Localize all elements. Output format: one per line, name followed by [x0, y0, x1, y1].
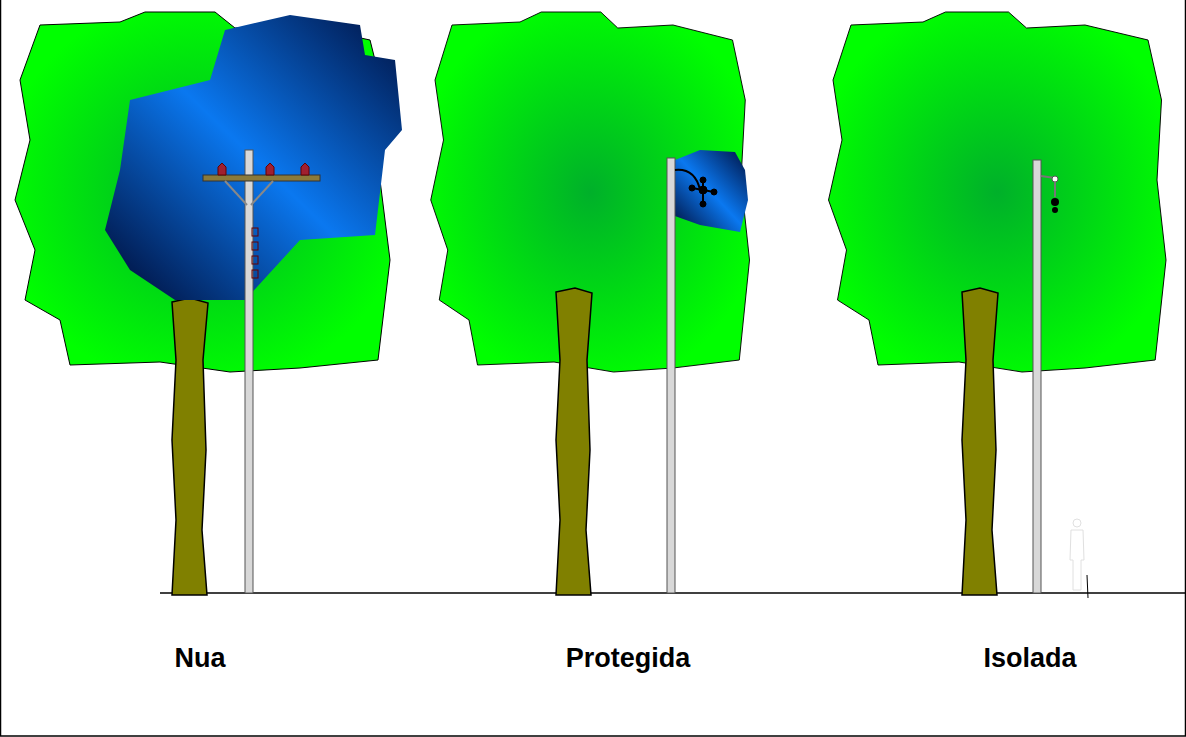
tree-protected-line	[431, 12, 750, 595]
person-figure	[1070, 519, 1084, 590]
tick-mark	[1087, 575, 1088, 598]
tree-bare-line	[15, 12, 402, 595]
tree-insulated-line	[829, 12, 1167, 595]
line-type-label: Nua	[174, 643, 225, 674]
line-type-label: Isolada	[983, 643, 1076, 674]
line-type-label: Protegida	[566, 643, 691, 674]
